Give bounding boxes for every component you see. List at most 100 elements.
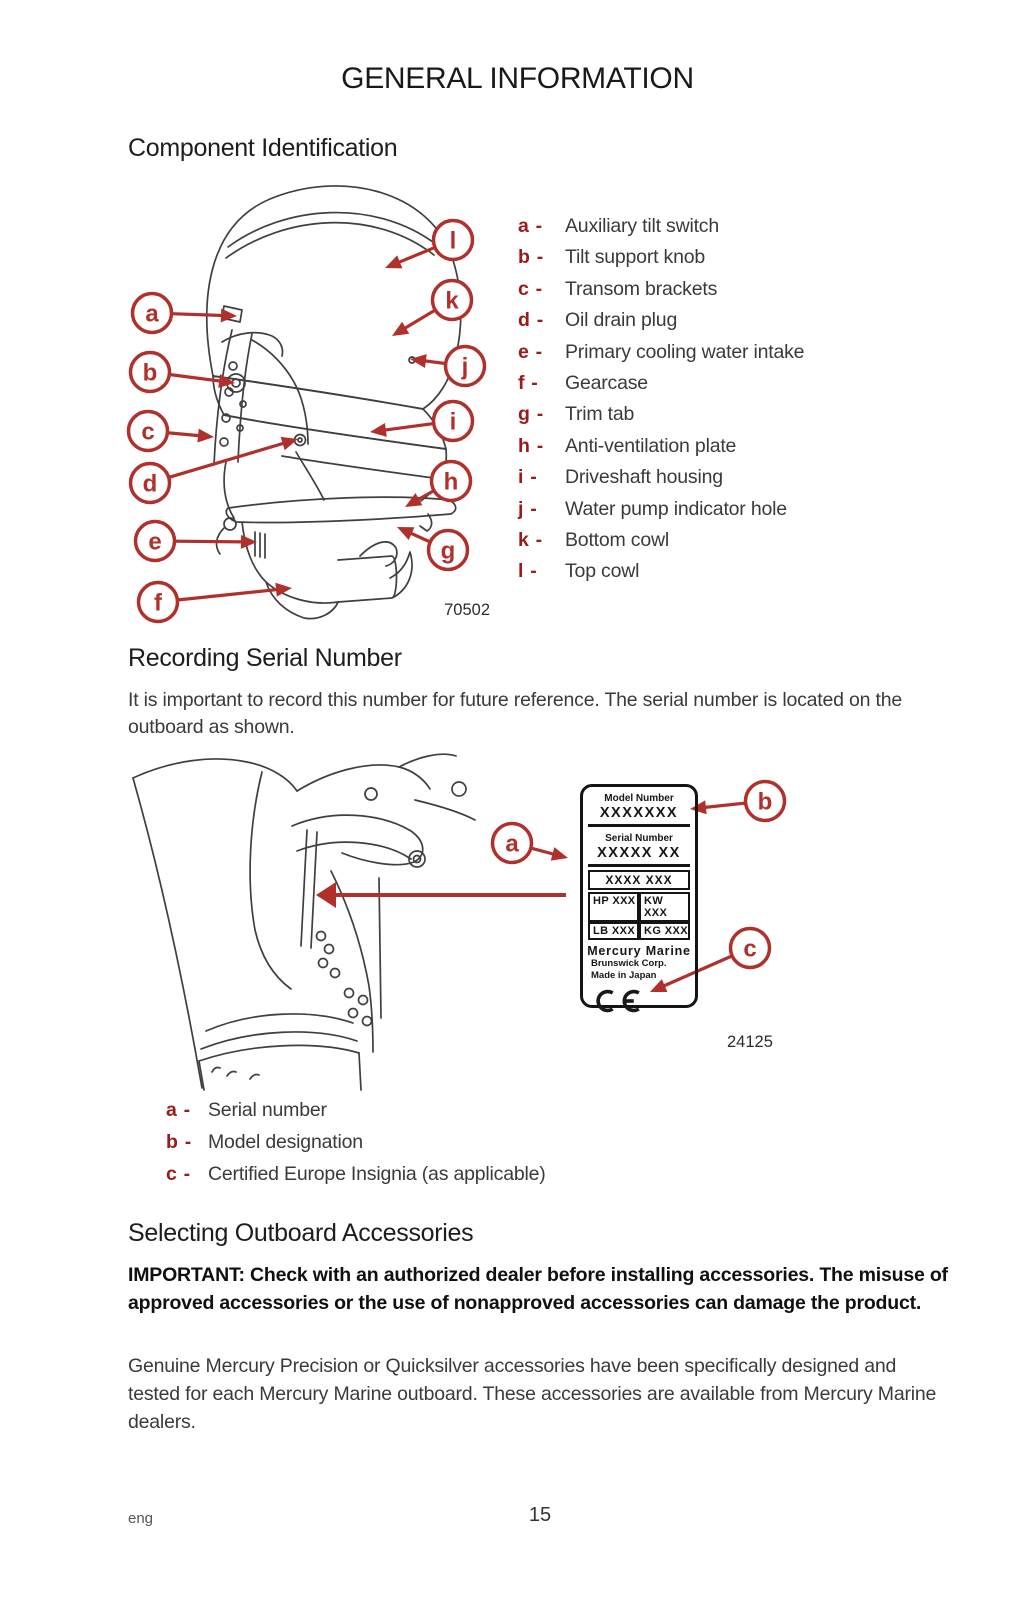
legend-label: Anti-ventilation plate — [565, 434, 737, 457]
callout-f-arrowhead — [275, 582, 292, 597]
callout-letter-b: b — [758, 789, 773, 816]
callout-c-arrow — [167, 431, 201, 438]
callout-letter-a: a — [505, 831, 519, 858]
callout-circle-h — [429, 459, 473, 503]
legend-dash: - — [535, 277, 543, 300]
model-number-value: XXXXXXX — [599, 805, 679, 821]
callout-circle-b — [128, 350, 172, 394]
legend-item: k- Bottom cowl — [518, 525, 804, 556]
legend-dash: - — [183, 1099, 191, 1121]
accessories-paragraph: Genuine Mercury Precision or Quicksilver… — [128, 1355, 937, 1433]
legend-dash: - — [535, 340, 543, 363]
callout-circle-e — [133, 519, 177, 563]
hp-cell: HP XXX — [588, 892, 639, 922]
legend-letter: c- — [166, 1158, 208, 1190]
serial-location-arrowhead — [316, 882, 336, 908]
legend-label: Bottom cowl — [565, 528, 670, 551]
callout-circle-l — [431, 218, 475, 262]
legend-dash: - — [183, 1163, 191, 1185]
serial-number-label: Serial Number — [605, 833, 673, 844]
legend-letter: g- — [518, 399, 565, 430]
legend-letter: i- — [518, 462, 565, 493]
callout-letter-l: l — [450, 228, 457, 255]
legend-letter: f- — [518, 368, 565, 399]
callout-b-arrow — [703, 801, 746, 810]
legend-dash: - — [536, 246, 544, 269]
important-notice: IMPORTANT: Check with an authorized deal… — [128, 1264, 948, 1314]
manufacturer-name: Mercury Marine — [587, 944, 691, 958]
callout-k-arrow — [403, 308, 437, 331]
callout-l-arrow — [397, 245, 436, 265]
origin-label: Made in Japan — [591, 969, 657, 981]
serial-number-value: XXXXX XX — [597, 845, 681, 861]
plate-divider — [588, 864, 690, 867]
legend-item: f- Gearcase — [518, 368, 804, 399]
callout-a-arrowhead — [550, 847, 568, 861]
legend-letter: k- — [518, 525, 565, 556]
legend-letter: l- — [518, 556, 565, 587]
page-title: GENERAL INFORMATION — [341, 62, 694, 95]
legend-dash: - — [536, 309, 544, 332]
legend-letter: h- — [518, 431, 565, 462]
callout-letter-i: i — [450, 409, 457, 436]
callout-c-arrowhead — [197, 428, 214, 443]
callout-letter-j: j — [461, 354, 469, 381]
serial-number-plate: Model Number XXXXXXX Serial Number XXXXX… — [580, 784, 698, 1013]
legend-letter: b- — [518, 242, 565, 273]
callout-letter-k: k — [445, 288, 459, 315]
legend-label: Transom brackets — [565, 277, 718, 300]
callout-l-arrowhead — [385, 255, 403, 269]
legend-item: h- Anti-ventilation plate — [518, 431, 804, 462]
callout-b-arrowhead — [218, 374, 235, 388]
callout-d-arrowhead — [280, 436, 298, 451]
callout-letter-b: b — [143, 360, 158, 387]
lb-cell: LB XXX — [588, 922, 639, 940]
legend-dash: - — [184, 1131, 192, 1153]
legend-label: Serial number — [208, 1099, 327, 1121]
plate-ratings-grid: HP XXX KW XXX LB XXX KG XXX — [588, 892, 690, 940]
callout-j-arrowhead — [410, 354, 427, 368]
footer-page-number: 15 — [528, 1504, 552, 1526]
callout-letter-f: f — [154, 590, 163, 617]
legend-dash: - — [536, 403, 544, 426]
callout-e-arrowhead — [240, 534, 257, 549]
callout-a-arrowhead — [220, 308, 237, 323]
legend-label: Water pump indicator hole — [565, 497, 787, 520]
callout-circle-k — [430, 278, 474, 322]
legend-item: e- Primary cooling water intake — [518, 337, 805, 368]
callout-letter-c: c — [743, 936, 756, 963]
legend-item: c- Certified Europe Insignia (as applica… — [166, 1158, 546, 1190]
legend-label: Auxiliary tilt switch — [565, 215, 719, 237]
callout-letter-c: c — [141, 419, 154, 446]
legend-label: Driveshaft housing — [565, 466, 723, 489]
callout-circle-c — [126, 409, 170, 453]
legend-item: l- Top cowl — [518, 556, 804, 587]
callout-circle-g — [426, 528, 470, 572]
callout-b-arrow — [169, 372, 222, 383]
component-legend: a- Auxiliary tilt switch b- Tilt support… — [518, 211, 805, 588]
legend-dash: - — [535, 528, 543, 551]
legend-letter: j- — [518, 494, 565, 525]
model-number-label: Model Number — [604, 793, 674, 804]
legend-letter: e- — [518, 337, 565, 368]
legend-item: d- Oil drain plug — [518, 305, 804, 336]
legend-letter: d- — [518, 305, 565, 336]
legend-item: c- Transom brackets — [518, 274, 804, 305]
legend-dash: - — [530, 466, 537, 489]
legend-letter: b- — [166, 1126, 208, 1158]
legend-label: Certified Europe Insignia (as applicable… — [208, 1163, 546, 1185]
legend-letter: c- — [518, 274, 565, 305]
serial-number-legend: a- Serial number b- Model designation c-… — [166, 1094, 546, 1190]
callout-circle-b — [743, 779, 787, 823]
legend-letter: a- — [166, 1094, 208, 1126]
legend-item: j- Water pump indicator hole — [518, 494, 804, 525]
legend-label: Oil drain plug — [565, 309, 678, 332]
recording-serial-number-paragraph: It is important to record this number fo… — [128, 689, 903, 738]
legend-item: b- Model designation — [166, 1126, 546, 1158]
legend-dash: - — [536, 434, 544, 457]
legend-item: a- Serial number — [166, 1094, 546, 1126]
plate-divider — [588, 824, 690, 827]
callout-h-arrowhead — [405, 493, 423, 507]
callout-g-arrow — [409, 531, 431, 544]
